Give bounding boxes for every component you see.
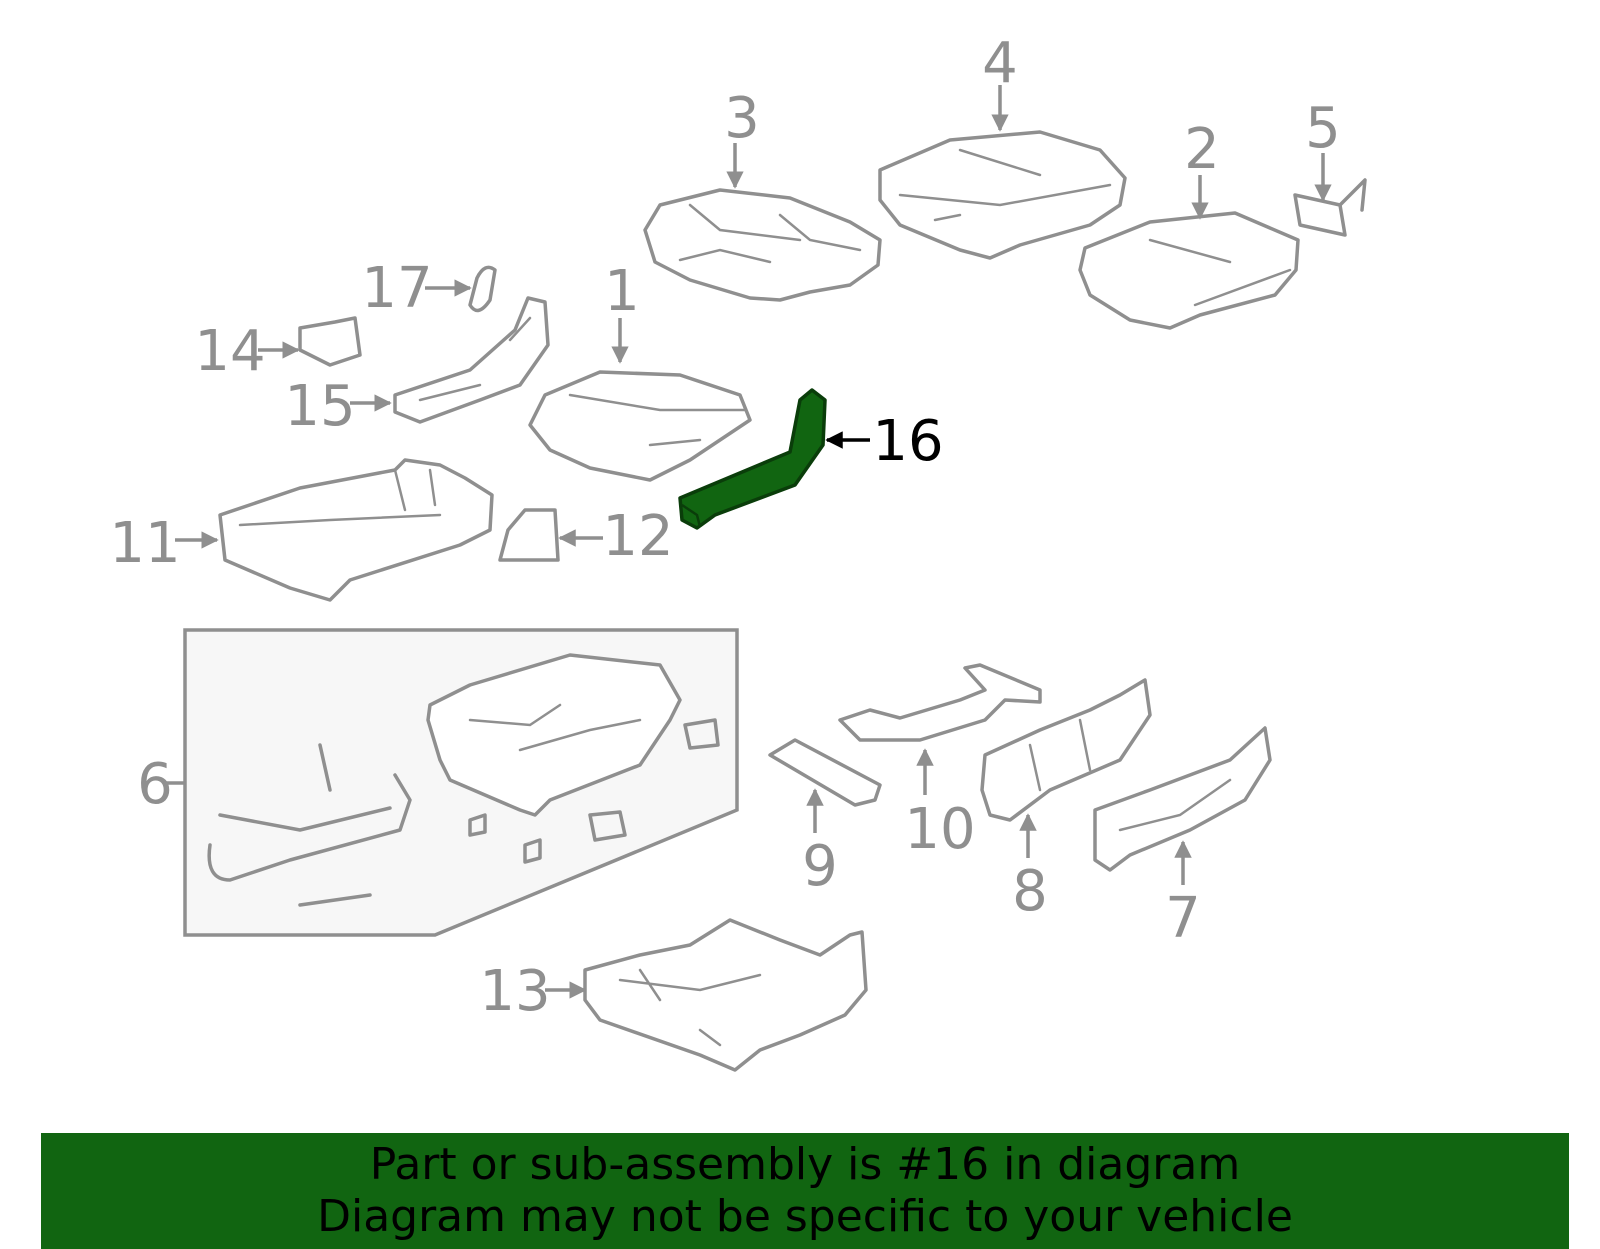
part-4-seat-cushion[interactable]	[878, 130, 1127, 260]
callout-16[interactable]: 16	[872, 409, 943, 474]
callout-17[interactable]: 17	[361, 256, 432, 321]
callout-10[interactable]: 10	[904, 797, 975, 862]
callout-7[interactable]: 7	[1165, 886, 1201, 951]
callout-9[interactable]: 9	[802, 834, 838, 899]
part-8-side-panel[interactable]	[980, 678, 1152, 822]
callout-15[interactable]: 15	[284, 374, 355, 439]
part-16-seat-side-trim[interactable]	[678, 388, 827, 530]
callout-1[interactable]: 1	[604, 259, 640, 324]
part-11-seat-pan[interactable]	[218, 458, 494, 602]
callout-6[interactable]: 6	[137, 752, 173, 817]
callout-14[interactable]: 14	[194, 319, 265, 384]
part-7-outer-panel[interactable]	[1093, 726, 1272, 872]
part-13-seat-frame[interactable]	[583, 918, 868, 1072]
part-14-bracket[interactable]	[298, 316, 362, 367]
part-3-seatback-cover[interactable]	[643, 188, 882, 302]
part-15-side-cover[interactable]	[393, 296, 550, 424]
part-5-clip[interactable]	[1293, 178, 1367, 237]
callout-3[interactable]: 3	[724, 86, 760, 151]
part-9-rail[interactable]	[768, 738, 882, 807]
part-10-frame-bracket[interactable]	[838, 663, 1042, 742]
banner-line-2: Diagram may not be specific to your vehi…	[317, 1191, 1293, 1242]
info-banner: Part or sub-assembly is #16 in diagram D…	[41, 1133, 1569, 1249]
callout-13[interactable]: 13	[479, 959, 550, 1024]
callout-4[interactable]: 4	[982, 31, 1018, 96]
part-1-seat-pad[interactable]	[528, 370, 752, 482]
callout-2[interactable]: 2	[1184, 117, 1220, 182]
callout-5[interactable]: 5	[1305, 96, 1341, 161]
part-2-cushion-pad[interactable]	[1078, 211, 1300, 330]
callout-11[interactable]: 11	[109, 511, 180, 576]
callout-12[interactable]: 12	[602, 504, 673, 569]
part-17-knob[interactable]	[468, 265, 497, 313]
banner-line-1: Part or sub-assembly is #16 in diagram	[369, 1139, 1241, 1190]
part-12-cover[interactable]	[498, 508, 560, 562]
callout-8[interactable]: 8	[1012, 859, 1048, 924]
part-6-assembly-box[interactable]	[183, 628, 739, 937]
